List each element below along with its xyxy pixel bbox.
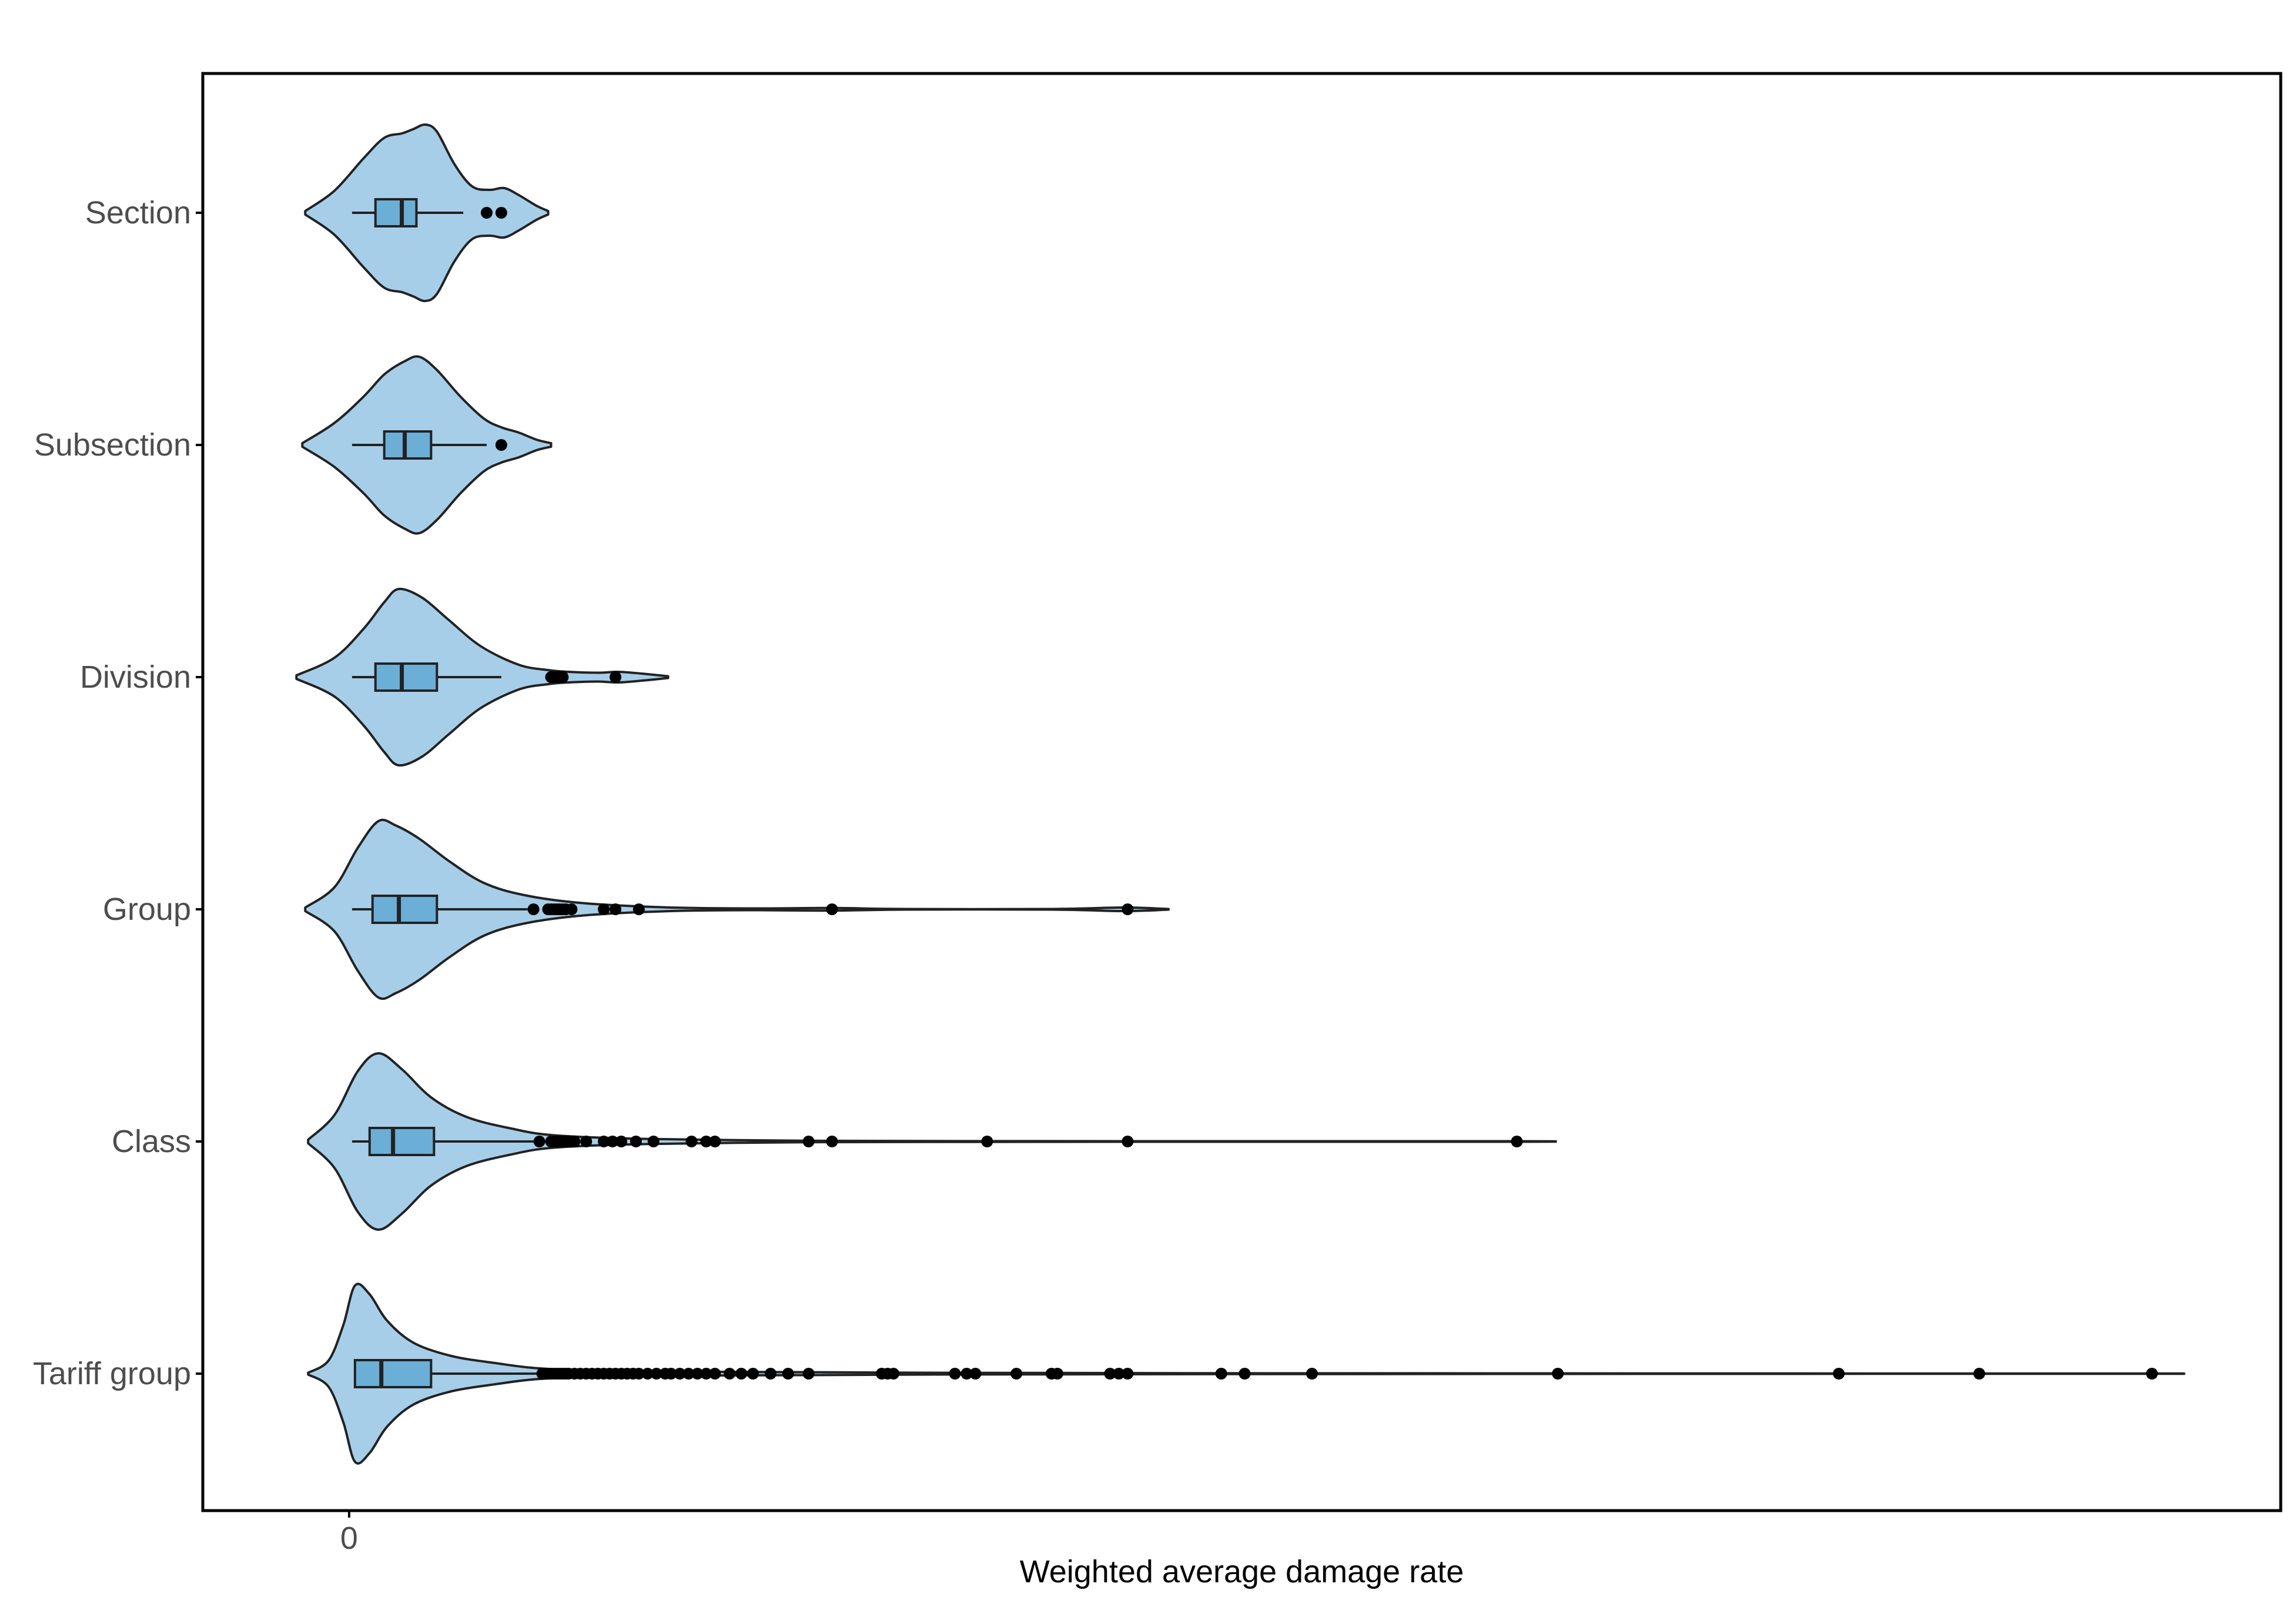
outlier-point — [650, 1368, 662, 1380]
box-division — [374, 662, 439, 692]
plot-frame — [201, 72, 2282, 1512]
outlier-point — [1306, 1368, 1318, 1380]
violin-group — [304, 818, 1170, 1000]
outlier-point — [632, 903, 645, 915]
outlier-point — [533, 1136, 545, 1147]
outlier-point — [495, 207, 507, 219]
x-tick-label: 0 — [340, 1521, 358, 1556]
violin-group-division — [295, 587, 670, 767]
outlier-point — [826, 903, 838, 915]
outlier-point — [1122, 903, 1134, 915]
outlier-point — [735, 1368, 748, 1380]
outlier-point — [960, 1368, 973, 1380]
outlier-point — [565, 903, 578, 915]
outlier-point — [1552, 1368, 1564, 1380]
outlier-point — [709, 1136, 721, 1147]
outlier-point — [2146, 1368, 2158, 1380]
outlier-point — [598, 1136, 610, 1147]
outlier-point — [1051, 1368, 1063, 1380]
outlier-point — [647, 1136, 660, 1147]
y-tick-label: Subsection — [34, 427, 191, 463]
outlier-point — [1511, 1136, 1523, 1147]
box-tariff-group — [353, 1359, 433, 1388]
outlier-point — [949, 1368, 961, 1380]
outlier-point — [632, 1368, 645, 1380]
outlier-point — [888, 1368, 900, 1380]
outlier-point — [802, 1136, 815, 1147]
outlier-point — [691, 1368, 704, 1380]
outlier-point — [1113, 1368, 1125, 1380]
outlier-point — [610, 903, 622, 915]
violin-group-section — [304, 123, 550, 303]
outlier-point — [580, 1136, 593, 1147]
outlier-point — [685, 1136, 698, 1147]
outlier-point — [674, 1368, 686, 1380]
outlier-point — [607, 1136, 619, 1147]
violin-class — [307, 1052, 1557, 1231]
outlier-point — [747, 1368, 759, 1380]
outlier-point — [665, 1368, 677, 1380]
outlier-point — [641, 1368, 654, 1380]
violin-group-class — [307, 1052, 1557, 1231]
outlier-point — [782, 1368, 794, 1380]
outlier-point — [527, 903, 540, 915]
outlier-point — [709, 1368, 721, 1380]
outlier-point — [1104, 1368, 1116, 1380]
y-axis: SectionSubsectionDivisionGroupClassTarif… — [33, 195, 203, 1391]
box-class — [368, 1127, 436, 1156]
outlier-point — [1973, 1368, 1986, 1380]
outlier-point — [1122, 1136, 1134, 1147]
outlier-point — [480, 207, 493, 219]
plot-marks — [295, 123, 2185, 1465]
y-tick-label: Class — [112, 1124, 191, 1159]
outlier-point — [969, 1368, 982, 1380]
outlier-point — [682, 1368, 695, 1380]
outlier-point — [802, 1368, 815, 1380]
y-tick-label: Tariff group — [33, 1356, 191, 1391]
violin-group-group — [304, 818, 1170, 1000]
outlier-point — [495, 439, 507, 451]
box-section — [374, 198, 418, 227]
outlier-point — [826, 1136, 838, 1147]
outlier-point — [630, 1136, 642, 1147]
outlier-point — [1122, 1368, 1134, 1380]
outlier-point — [598, 903, 610, 915]
x-axis: 0 — [340, 1511, 358, 1556]
violin-group-subsection — [301, 355, 553, 535]
outlier-point — [557, 671, 569, 683]
y-tick-label: Division — [80, 659, 191, 695]
y-tick-label: Group — [103, 892, 191, 927]
outlier-point — [764, 1368, 777, 1380]
outlier-point — [568, 1136, 581, 1147]
violin-group-tariff-group — [307, 1283, 2185, 1465]
y-tick-label: Section — [85, 195, 191, 230]
outlier-point — [700, 1368, 712, 1380]
outlier-point — [700, 1136, 712, 1147]
outlier-point — [610, 671, 622, 683]
box-group — [371, 895, 439, 924]
outlier-point — [615, 1136, 627, 1147]
outlier-point — [1215, 1368, 1227, 1380]
outlier-point — [981, 1136, 993, 1147]
outlier-point — [724, 1368, 736, 1380]
outlier-point — [1833, 1368, 1845, 1380]
outlier-point — [1239, 1368, 1251, 1380]
x-axis-title: Weighted average damage rate — [1020, 1554, 1464, 1589]
outlier-point — [1010, 1368, 1023, 1380]
box-subsection — [383, 430, 433, 460]
